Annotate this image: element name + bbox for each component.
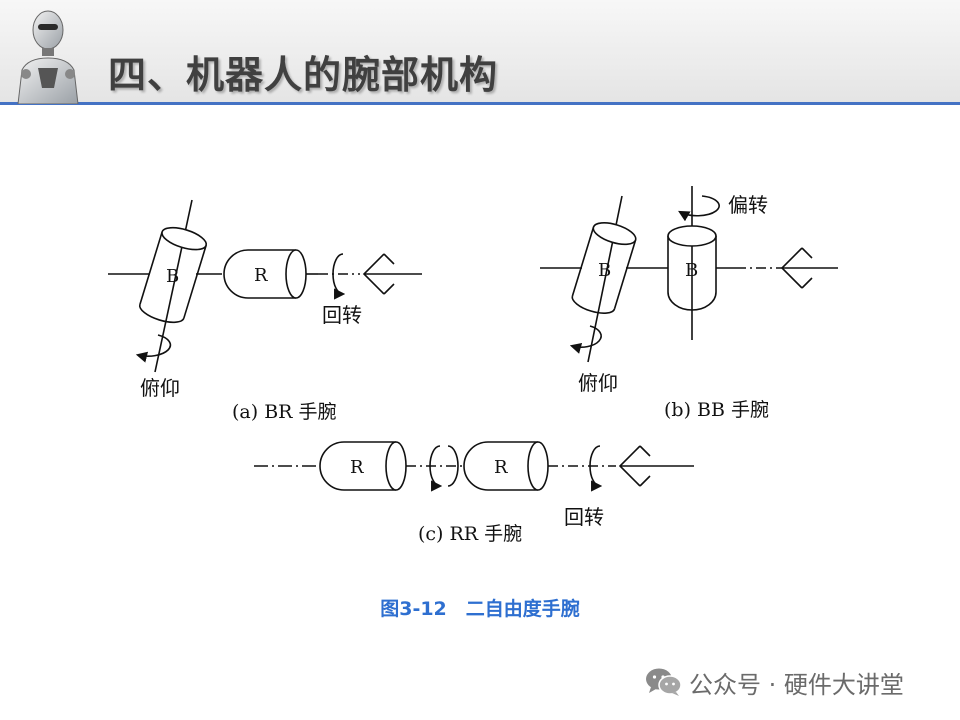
panel-a-joint-b-cylinder xyxy=(138,226,208,324)
panel-b-joint1-cylinder xyxy=(571,222,637,314)
panel-b-bb-wrist xyxy=(540,186,838,363)
panel-c-roll-arrow1-icon xyxy=(429,445,443,492)
panel-b-pitch-label: 俯仰 xyxy=(578,371,618,395)
header-bar xyxy=(0,0,960,104)
panel-c-joint1-label: R xyxy=(350,457,364,478)
watermark: 公众号 · 硬件大讲堂 xyxy=(645,665,904,699)
panel-a-roll-label: 回转 xyxy=(322,303,362,327)
wechat-icon xyxy=(646,668,682,696)
panel-c-joint2-cylinder xyxy=(463,441,549,491)
panel-a-pitch-arrow-icon xyxy=(135,334,172,363)
panel-a-joint2-label: R xyxy=(254,265,268,286)
panel-b-caption: (b) BB 手腕 xyxy=(664,399,769,421)
page-title: 四、机器人的腕部机构 xyxy=(108,53,499,97)
panel-c-caption: (c) RR 手腕 xyxy=(418,523,522,545)
panel-b-joint2-cylinder xyxy=(667,225,717,311)
panel-a-pitch-label: 俯仰 xyxy=(140,376,180,400)
panel-a-caption: (a) BR 手腕 xyxy=(232,401,337,423)
panel-b-joint1-label: B xyxy=(598,260,611,281)
figure-caption: 图3-12 二自由度手腕 xyxy=(380,598,580,620)
panel-c-roll-label: 回转 xyxy=(564,505,604,529)
panel-b-yaw-label: 偏转 xyxy=(728,193,768,217)
robot-logo-icon xyxy=(17,10,79,104)
panel-a-roll-arrow-icon xyxy=(332,253,346,300)
panel-c-roll-arrow2-icon xyxy=(589,445,603,492)
panel-b-pitch-arrow-icon xyxy=(569,325,602,354)
panel-b-joint2-label: B xyxy=(685,260,698,281)
watermark-text: 公众号 · 硬件大讲堂 xyxy=(689,670,904,699)
panel-a-pitch-axis xyxy=(154,199,193,373)
header-divider xyxy=(0,102,960,105)
panel-c-joint2-label: R xyxy=(494,457,508,478)
panel-a-br-wrist xyxy=(108,199,422,373)
panel-b-yaw-arrow-icon xyxy=(678,195,720,222)
panel-a-joint1-label: B xyxy=(166,266,179,287)
panel-b-pitch-axis xyxy=(587,195,623,363)
panel-c-rr-wrist xyxy=(254,441,694,492)
